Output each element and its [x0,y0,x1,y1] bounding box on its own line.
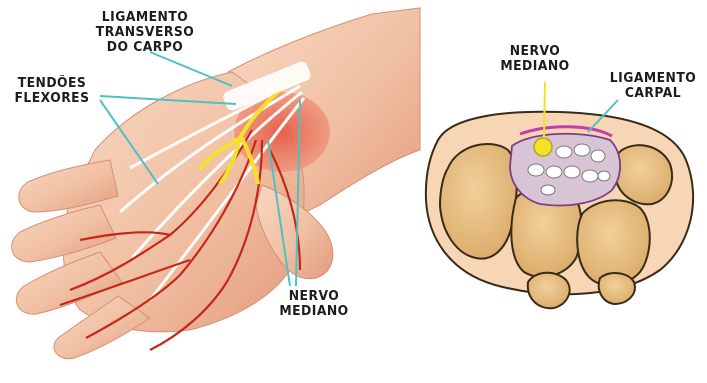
label-median-nerve-section: NERVO MEDIANO [492,44,578,74]
bone-left [440,144,517,259]
label-transverse-carpal-ligament: LIGAMENTO TRANSVERSO DO CARPO [89,10,201,55]
label-median-nerve-hand: NERVO MEDIANO [267,289,360,319]
median-nerve-section [534,138,552,156]
bone-bottom [528,273,570,309]
label-carpal-ligament: LIGAMENTO CARPAL [606,71,699,101]
label-flexor-tendons: TENDÕES FLEXORES [8,76,95,106]
bone-bottom-right [599,273,635,304]
wrist-cross-section [426,112,693,309]
